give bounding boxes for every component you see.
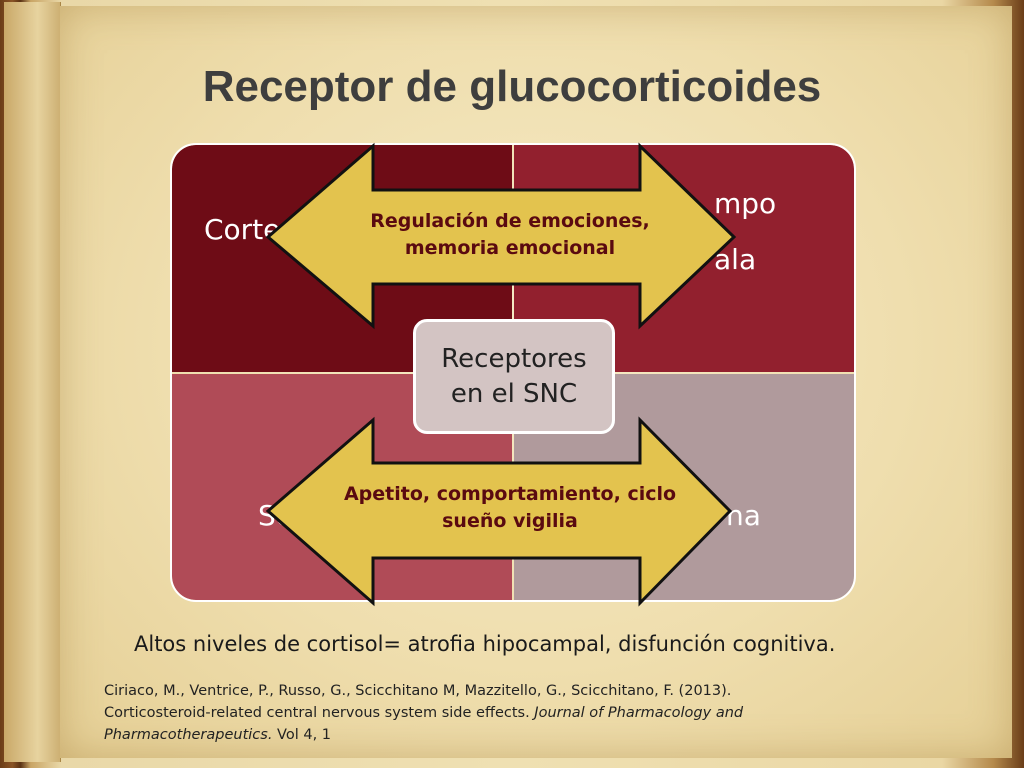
citation-line-3: Pharmacotherapeutics. Vol 4, 1: [104, 724, 864, 746]
cortisol-statement: Altos niveles de cortisol= atrofia hipoc…: [134, 632, 836, 656]
quadrant-bottom-right-label: na: [726, 499, 761, 532]
slide-title: Receptor de glucocorticoides: [202, 62, 822, 111]
citation-journal-part-2: Pharmacotherapeutics.: [104, 727, 273, 743]
bottom-arrow-line-2: sueño vigilia: [442, 510, 578, 532]
bottom-double-arrow: [265, 416, 733, 607]
citation-journal-part-1: Journal of Pharmacology and: [534, 705, 744, 721]
bottom-arrow-text: Apetito, comportamiento, ciclo sueño vig…: [320, 481, 700, 535]
bottom-arrow-line-1: Apetito, comportamiento, ciclo: [343, 483, 677, 505]
citation-line-2-plain: Corticosteroid-related central nervous s…: [104, 705, 535, 721]
citation-line-1: Ciriaco, M., Ventrice, P., Russo, G., Sc…: [104, 683, 732, 699]
quadrant-frame: [170, 143, 856, 602]
top-arrow-text: Regulación de emociones, memoria emocion…: [330, 208, 690, 262]
top-double-arrow: [265, 142, 737, 330]
citation-volume: Vol 4, 1: [272, 727, 332, 743]
center-line-1: Receptores: [441, 344, 587, 374]
center-line-2: en el SNC: [450, 379, 578, 409]
quadrant-top-left-label: Corte: [204, 213, 281, 246]
left-page-edge: [4, 2, 61, 762]
top-arrow-line-1: Regulación de emociones,: [370, 210, 650, 232]
top-arrow-line-2: memoria emocional: [404, 237, 616, 259]
citation-line-2: Corticosteroid-related central nervous s…: [104, 702, 864, 724]
citation: Ciriaco, M., Ventrice, P., Russo, G., Sc…: [104, 680, 864, 746]
center-receptors-box: Receptores en el SNC: [413, 319, 615, 434]
quadrant-top-right-label-1: mpo: [714, 187, 777, 220]
